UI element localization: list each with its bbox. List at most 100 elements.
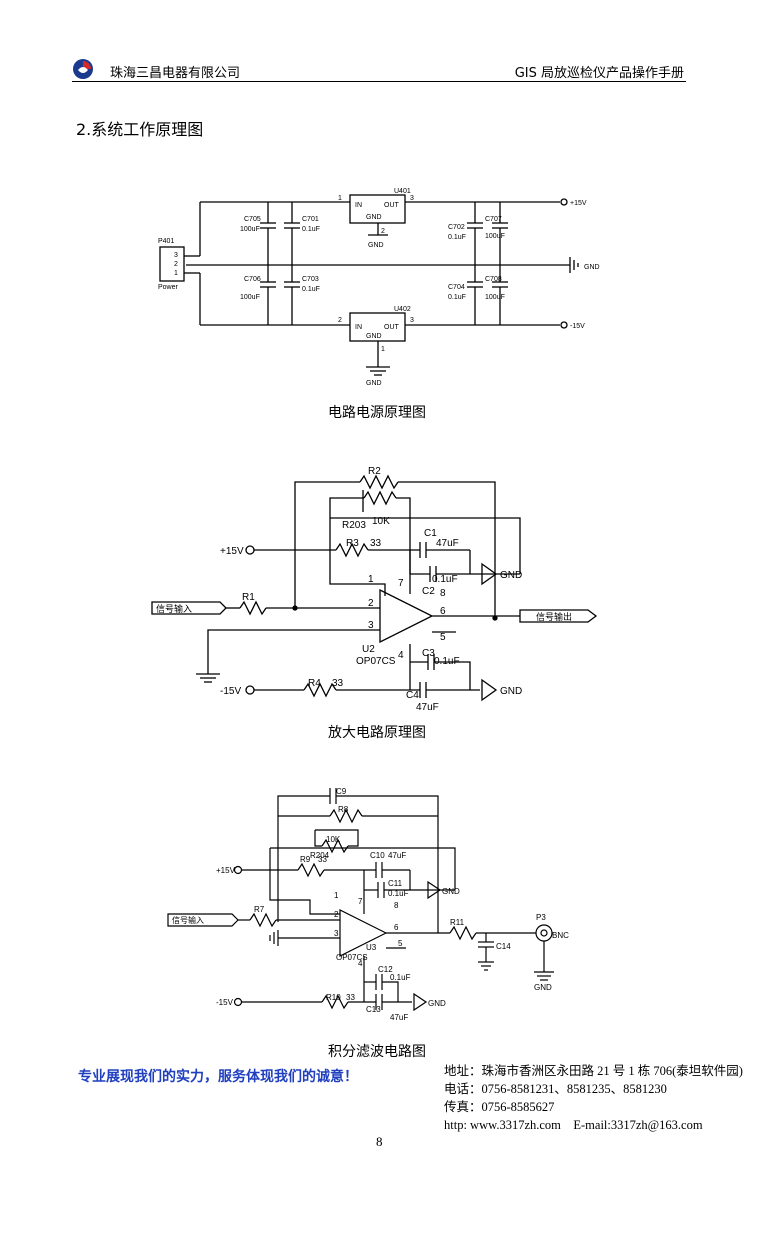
label-value: 100uF — [485, 233, 505, 240]
label-pin: 2 — [338, 317, 342, 324]
footer-slogan: 专业展现我们的实力，服务体现我们的诚意！ — [78, 1069, 358, 1085]
label-value: 0.1uF — [448, 294, 466, 301]
company-logo — [73, 59, 93, 79]
label-pin: 8 — [394, 901, 399, 910]
label-in: IN — [355, 324, 362, 331]
label-pin: 4 — [398, 650, 404, 661]
label-value: 0.1uF — [448, 234, 466, 241]
label-minus15v: -15V — [216, 998, 234, 1007]
label-pin: 7 — [398, 578, 404, 589]
label-value: 47uF — [416, 702, 439, 713]
label-pin: 7 — [358, 897, 363, 906]
label-pin: 2 — [174, 261, 178, 268]
label-pin: 8 — [440, 588, 446, 599]
label-u401: U401 — [394, 188, 411, 195]
label-pin: 1 — [338, 195, 342, 202]
label-r4: R4 — [308, 678, 321, 689]
label-r204: R204 — [310, 851, 330, 860]
label-value: 33 — [332, 678, 344, 689]
figure-caption-power: 电路电源原理图 — [328, 405, 426, 421]
footer-fax: 传真：0756-8585627 — [444, 1100, 555, 1114]
label-c14: C14 — [496, 942, 511, 951]
label-signal-output: 信号输出 — [536, 611, 572, 622]
label-pin: 4 — [358, 959, 363, 968]
label-c703: C703 — [302, 276, 319, 283]
label-minus15v: -15V — [570, 323, 585, 330]
label-value: 33 — [318, 855, 327, 864]
label-pin: 5 — [398, 939, 403, 948]
label-u402: U402 — [394, 306, 411, 313]
figure-caption-integrator: 积分滤波电路图 — [328, 1044, 426, 1060]
label-r203: R203 — [342, 520, 366, 531]
label-c704: C704 — [448, 284, 465, 291]
label-pin: 3 — [410, 317, 414, 324]
label-p3: P3 — [536, 913, 546, 922]
label-value: 0.1uF — [432, 574, 458, 585]
label-c9: C9 — [336, 787, 347, 796]
label-c11: C11 — [388, 879, 403, 888]
label-c13: C13 — [366, 1005, 381, 1014]
label-r1: R1 — [242, 592, 255, 603]
label-c12: C12 — [378, 965, 393, 974]
connector-p401 — [159, 246, 185, 282]
bnc-connector — [535, 924, 553, 942]
label-value: 33 — [346, 993, 355, 1002]
label-signal-input: 信号输入 — [156, 603, 192, 614]
label-value: 47uF — [436, 538, 459, 549]
opamp-u2 — [379, 588, 434, 644]
label-pin: 3 — [368, 620, 374, 631]
label-u2: U2 — [362, 644, 375, 655]
label-u3: U3 — [366, 943, 377, 952]
signal-input-tag — [151, 601, 227, 615]
label-pin: 6 — [440, 606, 446, 617]
header-rule — [72, 81, 686, 82]
label-r11: R11 — [450, 918, 465, 927]
label-bnc: BNC — [552, 931, 569, 940]
label-value: 0.1uF — [388, 889, 409, 898]
label-gnd: GND — [500, 570, 522, 581]
label-gnd: GND — [366, 333, 382, 340]
label-pin: 3 — [174, 252, 178, 259]
power-supply-schematic: U401 IN OUT GND GND U402 IN OUT GND GND … — [158, 188, 600, 387]
footer-web: http: www.3317zh.com E-mail:3317zh@163.c… — [444, 1118, 703, 1132]
label-c708: C708 — [485, 276, 502, 283]
header-title: GIS 局放巡检仪产品操作手册 — [514, 66, 684, 81]
label-plus15v: +15V — [216, 866, 236, 875]
opamp-u3 — [339, 909, 388, 957]
label-r8: R8 — [338, 805, 349, 814]
signal-output-tag — [519, 609, 598, 623]
label-value: 0.1uF — [302, 286, 320, 293]
label-value: 0.1uF — [390, 973, 411, 982]
label-pin: 1 — [368, 574, 374, 585]
label-c4: C4 — [406, 690, 419, 701]
label-c706: C706 — [244, 276, 261, 283]
label-value: 0.1uF — [302, 226, 320, 233]
label-signal-input: 信号输入 — [172, 915, 204, 925]
label-pin: 5 — [440, 632, 446, 643]
label-gnd: GND — [366, 380, 382, 387]
label-pin: 1 — [334, 891, 339, 900]
label-pin: 2 — [334, 910, 339, 919]
label-c707: C707 — [485, 216, 502, 223]
label-minus15v: -15V — [220, 686, 241, 697]
label-gnd: GND — [442, 887, 460, 896]
label-c3: C3 — [422, 648, 435, 659]
label-c705: C705 — [244, 216, 261, 223]
label-value: 33 — [370, 538, 382, 549]
label-pin: 2 — [368, 598, 374, 609]
label-pin: 2 — [381, 228, 385, 235]
label-c701: C701 — [302, 216, 319, 223]
label-gnd: GND — [428, 999, 446, 1008]
label-p401: P401 — [158, 238, 174, 245]
label-value: 100uF — [240, 294, 260, 301]
label-pin: 1 — [381, 346, 385, 353]
label-in: IN — [355, 202, 362, 209]
label-value: 100uF — [240, 226, 260, 233]
label-out: OUT — [384, 324, 400, 331]
label-r3: R3 — [346, 538, 359, 549]
label-gnd: GND — [534, 983, 552, 992]
label-pin: 6 — [394, 923, 399, 932]
label-r10: R10 — [326, 993, 341, 1002]
label-pin: 3 — [334, 929, 339, 938]
label-value: 47uF — [388, 851, 406, 860]
